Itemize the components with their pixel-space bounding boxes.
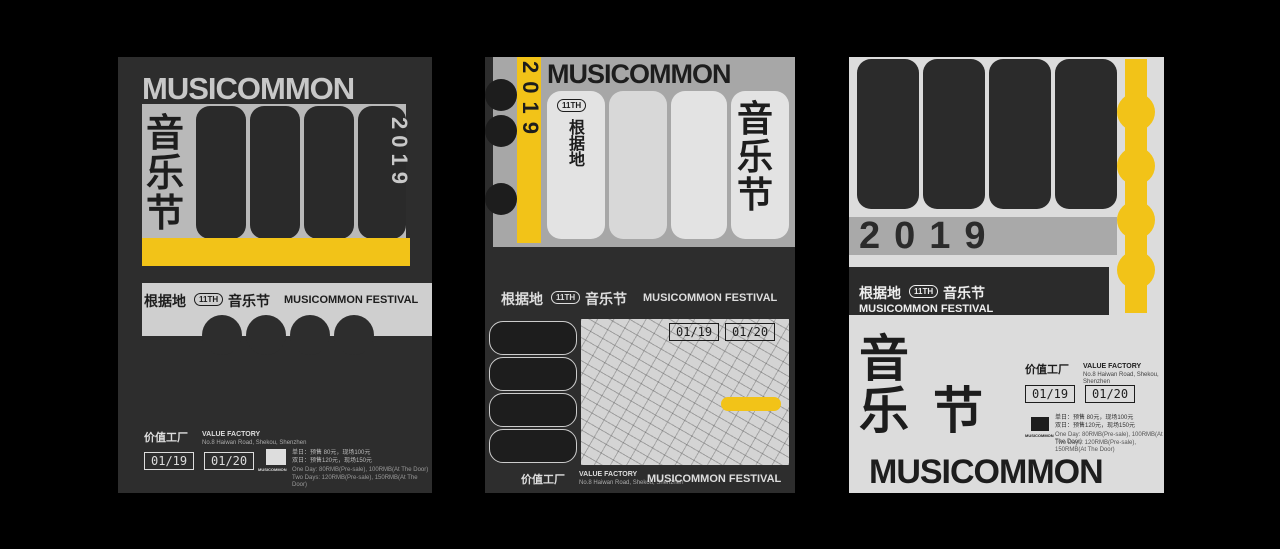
poster1-venue-name-cn: 价值工厂 bbox=[144, 431, 188, 444]
poster2-venue-cn: 根据地 bbox=[501, 292, 543, 308]
poster3-pill-3 bbox=[989, 59, 1051, 209]
poster3-venue-address: No.8 Haiwan Road, Shekou, Shenzhen bbox=[1083, 372, 1159, 385]
poster3-ticket-one-day: One Day: 80RMB(Pre-sale), 100RMB(At The … bbox=[1055, 432, 1163, 445]
poster2-char-2: 乐 bbox=[737, 137, 774, 178]
poster2-pill-3 bbox=[671, 91, 727, 239]
poster3-festival-en: MUSICOMMON FESTIVAL bbox=[859, 303, 994, 315]
poster-3: 2019 根据地 11TH 音乐节 MUSICOMMON FESTIVAL 音 … bbox=[849, 57, 1164, 493]
poster1-year-vertical: 2019 bbox=[387, 117, 412, 190]
poster1-venue-address: No.8 Haiwan Road, Shekou, Shenzhen bbox=[202, 440, 307, 446]
poster3-title-band bbox=[849, 267, 1109, 315]
poster-1: MUSICOMMON 音 乐 节 2019 根据地 11TH 音乐节 MUSIC… bbox=[118, 57, 432, 493]
poster2-outline-pill-2 bbox=[489, 357, 577, 391]
poster2-circle-3 bbox=[485, 183, 517, 215]
poster3-yellow-circle-1 bbox=[1117, 93, 1155, 131]
poster1-ticket-one-day: One Day: 80RMB(Pre-sale), 100RMB(At The … bbox=[292, 467, 429, 473]
poster2-venue-name-cn: 价值工厂 bbox=[521, 473, 565, 486]
poster1-circle-1 bbox=[202, 315, 242, 355]
poster1-ticket-double: 双日：预售120元，现场150元 bbox=[292, 458, 373, 464]
poster1-edition-badge: 11TH bbox=[194, 293, 224, 306]
poster1-pill-4 bbox=[358, 106, 406, 239]
poster1-char-2: 乐 bbox=[146, 151, 185, 195]
poster3-venue-name-cn: 价值工厂 bbox=[1025, 363, 1069, 376]
poster1-title-band bbox=[142, 283, 432, 317]
poster1-festival-cn: 音乐节 bbox=[228, 294, 270, 310]
poster3-year: 2019 bbox=[859, 215, 1000, 257]
poster2-yellow-strip bbox=[517, 57, 541, 243]
poster2-festival-en: MUSICOMMON FESTIVAL bbox=[643, 292, 778, 304]
poster1-date-day1: 01/19 bbox=[144, 452, 195, 470]
poster3-ticket-two-day: Two Days: 120RMB(Pre-sale), 150RMB(At Th… bbox=[1055, 440, 1137, 453]
poster1-pill-1 bbox=[196, 106, 246, 239]
poster2-wordmark: MUSICOMMON bbox=[547, 59, 731, 89]
poster1-festival-en: MUSICOMMON FESTIVAL bbox=[284, 294, 419, 306]
poster2-festival-cn: 音乐节 bbox=[585, 292, 627, 308]
poster2-pill-2 bbox=[609, 91, 667, 239]
poster2-year-vertical: 2019 bbox=[518, 61, 543, 142]
poster3-date-day1: 01/19 bbox=[1025, 385, 1076, 403]
poster2-outline-pill-3 bbox=[489, 393, 577, 427]
poster2-pill-4 bbox=[731, 91, 789, 239]
poster1-venue-cn: 根据地 bbox=[144, 294, 186, 310]
poster3-edition-badge: 11TH bbox=[909, 285, 939, 298]
poster3-date-day2: 01/20 bbox=[1085, 385, 1136, 403]
poster1-date-day2: 01/20 bbox=[204, 452, 255, 470]
poster1-ticket-two-day: Two Days: 120RMB(Pre-sale), 150RMB(At Th… bbox=[292, 475, 418, 488]
poster1-circle-3 bbox=[290, 315, 330, 355]
poster3-pill-1 bbox=[857, 59, 919, 209]
poster1-logo-mark bbox=[266, 449, 286, 465]
poster2-edition-badge: 11TH bbox=[557, 99, 587, 112]
poster2-outline-pill-1 bbox=[489, 321, 577, 355]
poster1-circle-2 bbox=[246, 315, 286, 355]
poster2-circle-2 bbox=[485, 115, 517, 147]
poster3-char-1: 音 bbox=[859, 330, 909, 388]
poster1-ticket-single: 单日：预售 80元，现场100元 bbox=[292, 450, 371, 456]
poster1-pill-3 bbox=[304, 106, 354, 239]
poster3-venue-cn: 根据地 bbox=[859, 286, 901, 302]
poster2-char-3: 节 bbox=[737, 175, 774, 216]
poster1-char-1: 音 bbox=[146, 111, 185, 155]
poster2-circle-1 bbox=[485, 79, 517, 111]
poster2-festival-en-bottom: MUSICOMMON FESTIVAL bbox=[647, 473, 782, 485]
poster3-yellow-circle-4 bbox=[1117, 251, 1155, 289]
poster1-logo-label: MUSICOMMON bbox=[258, 467, 287, 472]
poster3-pill-2 bbox=[923, 59, 985, 209]
poster3-pill-4 bbox=[1055, 59, 1117, 209]
poster2-venue-address: No.8 Haiwan Road, Shekou, Shenzhen bbox=[579, 480, 684, 486]
poster3-festival-cn: 音乐节 bbox=[943, 286, 985, 302]
poster2-venue-name-en: VALUE FACTORY bbox=[579, 471, 638, 478]
poster1-venue-name-en: VALUE FACTORY bbox=[202, 431, 261, 438]
poster1-circle-4 bbox=[334, 315, 374, 355]
poster3-ticket-double: 双日：预售120元，现场150元 bbox=[1055, 423, 1136, 429]
poster3-char-2: 乐 bbox=[859, 382, 909, 440]
poster1-circles-band bbox=[142, 316, 432, 336]
poster3-ticket-single: 单日：预售 80元，现场100元 bbox=[1055, 415, 1134, 421]
poster3-yellow-circle-2 bbox=[1117, 147, 1155, 185]
poster2-yellow-dots bbox=[721, 397, 781, 411]
poster2-outline-pill-4 bbox=[489, 429, 577, 463]
poster3-wordmark: MUSICOMMON bbox=[869, 453, 1104, 491]
poster2-date-day2: 01/20 bbox=[725, 323, 776, 341]
poster2-map-image bbox=[581, 319, 789, 465]
poster1-wordmark: MUSICOMMON bbox=[142, 71, 355, 106]
poster3-logo-mark bbox=[1031, 417, 1049, 431]
poster2-edition-badge-2: 11TH bbox=[551, 291, 581, 304]
poster2-venue-cn-vertical: 根据地 bbox=[566, 119, 585, 167]
poster3-year-band bbox=[849, 217, 1117, 255]
poster2-date-day1: 01/19 bbox=[669, 323, 720, 341]
poster2-char-1: 音 bbox=[737, 99, 774, 140]
poster2-pill-1 bbox=[547, 91, 605, 239]
poster3-logo-label: MUSICOMMON bbox=[1025, 433, 1054, 438]
poster-2: 2019 MUSICOMMON 11TH 根据地 音 乐 节 根据地 11TH … bbox=[485, 57, 795, 493]
poster1-char-3: 节 bbox=[146, 191, 185, 235]
poster1-pill-2 bbox=[250, 106, 300, 239]
poster3-char-3: 节 bbox=[933, 382, 983, 440]
poster3-yellow-circle-3 bbox=[1117, 201, 1155, 239]
poster1-yellow-bar bbox=[142, 238, 410, 266]
poster3-venue-name-en: VALUE FACTORY bbox=[1083, 363, 1142, 370]
